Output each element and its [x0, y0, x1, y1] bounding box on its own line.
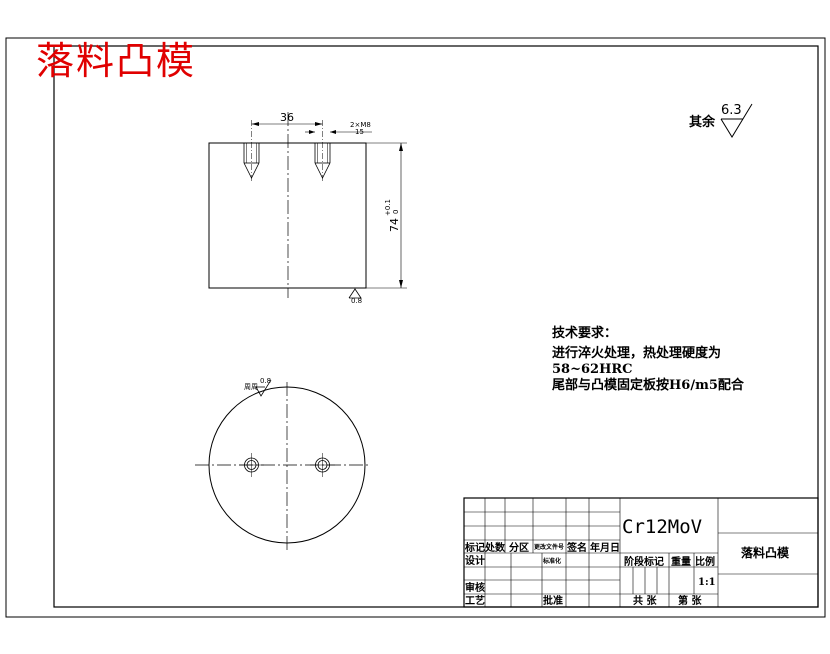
- inner-frame: [53, 45, 819, 608]
- tb-standardize: 标准化: [542, 557, 561, 565]
- tech-heading: 技术要求：: [552, 325, 617, 341]
- front-view: [208, 112, 367, 298]
- tb-mark: 标记: [464, 541, 485, 554]
- top-view: [195, 382, 370, 553]
- tb-process: 工艺: [465, 594, 485, 607]
- tb-part-name: 落料凸模: [741, 545, 790, 560]
- tb-stage-mark: 阶段标记: [624, 555, 664, 568]
- tb-date: 年月日: [590, 541, 620, 554]
- hole-left-top-view: [239, 453, 264, 477]
- height-value: 74: [388, 218, 401, 232]
- outer-frame: [5, 37, 826, 618]
- tapped-hole-right: [314, 120, 331, 182]
- tb-count: 处数: [484, 541, 506, 554]
- roughness-other-label: 其余: [689, 114, 716, 130]
- dimension-height: [366, 142, 407, 289]
- dimension-36-label: 36: [280, 111, 294, 124]
- tech-line-2: 58~62HRC: [552, 362, 633, 377]
- roughness-circle-value: 0.8: [260, 377, 271, 385]
- tb-scale-value: 1:1: [698, 577, 716, 588]
- tb-review: 审核: [465, 581, 485, 594]
- tb-total-sheets: 共 张: [633, 594, 657, 607]
- tb-sheet-no: 第 张: [678, 594, 702, 607]
- roughness-symbol-other: [720, 103, 753, 138]
- tapped-hole-left: [243, 120, 260, 182]
- part-body-outline: [208, 142, 367, 289]
- tb-change-doc: 更改文件号: [534, 543, 564, 551]
- tb-signature: 签名: [566, 541, 587, 554]
- tb-weight: 重量: [671, 555, 691, 568]
- tb-zone: 分区: [509, 541, 529, 554]
- tb-design: 设计: [465, 554, 485, 567]
- drawing-title: 落料凸模: [36, 39, 196, 83]
- title-block: [463, 497, 819, 608]
- thread-depth-label: 15: [355, 128, 364, 136]
- roughness-other-value: 6.3: [721, 103, 742, 118]
- hole-right-top-view: [310, 453, 335, 477]
- roughness-circle-label: 周周: [244, 383, 258, 391]
- tech-line-1: 进行淬火处理，热处理硬度为: [552, 345, 721, 361]
- height-dimension-text: 74 +0.1 0: [384, 199, 401, 232]
- tech-line-3: 尾部与凸模固定板按H6/m5配合: [552, 377, 745, 393]
- roughness-symbol-bottom: [348, 288, 362, 299]
- height-tol-lower: 0: [392, 210, 400, 214]
- dimension-thread: [305, 130, 372, 134]
- roughness-symbol-circle: [255, 379, 272, 397]
- tb-material: Cr12MoV: [622, 516, 702, 538]
- thread-label: 2×M8: [350, 121, 371, 129]
- roughness-bottom-value: 0.8: [351, 297, 362, 305]
- tb-approve: 批准: [543, 594, 563, 607]
- tech-requirements: 技术要求： 进行淬火处理，热处理硬度为 58~62HRC 尾部与凸模固定板按H6…: [552, 325, 745, 393]
- dimension-hole-spacing: [251, 122, 323, 126]
- height-tol-upper: +0.1: [384, 199, 392, 216]
- tb-scale: 比例: [695, 555, 715, 568]
